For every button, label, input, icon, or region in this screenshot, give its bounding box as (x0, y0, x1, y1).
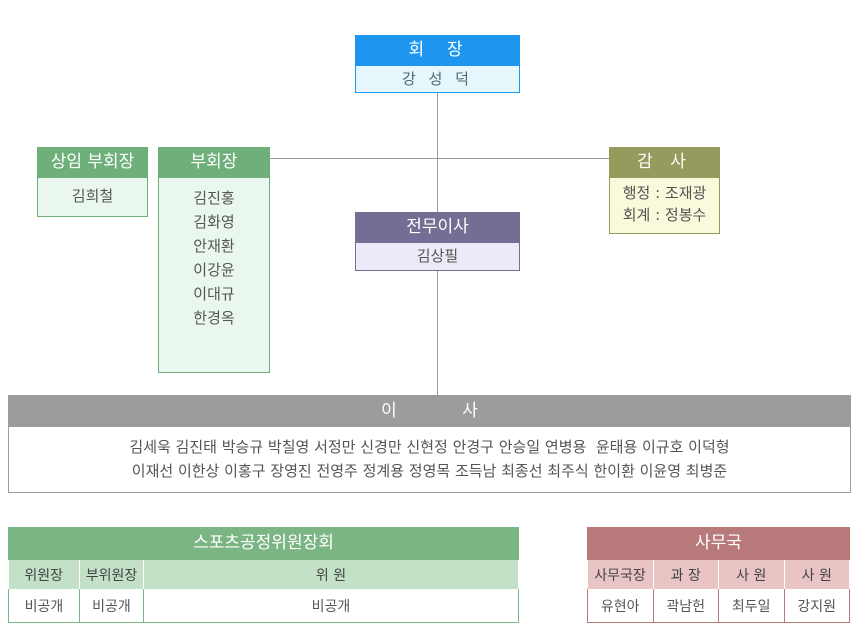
sports-committee-title: 스포츠공정위원장회 (8, 527, 519, 560)
table-cell: 최두일 (718, 589, 785, 623)
senior-vice-chairman-name: 김희철 (37, 178, 148, 217)
executive-director-name: 김상필 (355, 243, 520, 271)
table-row: 비공개 비공개 비공개 (8, 589, 519, 623)
table-cell: 유현아 (587, 589, 654, 623)
table-row: 유현아 곽남헌 최두일 강지원 (587, 589, 850, 623)
table-cell: 비공개 (8, 589, 80, 623)
directors-line-2: 이재선 이한상 이홍구 장영진 전영주 정계용 정영목 조득남 최종선 최주식 … (131, 462, 728, 480)
executive-director-title: 전무이사 (355, 212, 520, 243)
header-cell: 과 장 (653, 560, 719, 589)
header-cell: 위원장 (8, 560, 80, 589)
auditor-line: 행정 : 조재광 (622, 184, 707, 202)
secretariat-box: 사무국 사무국장 과 장 사 원 사 원 유현아 곽남헌 최두일 강지원 (587, 527, 850, 623)
senior-vice-chairman-box: 상임 부회장 김희철 (37, 147, 148, 217)
chairman-box: 회 장 강 성 덕 (355, 35, 520, 93)
vice-chairman-member: 이대규 (193, 285, 235, 303)
header-cell: 사무국장 (587, 560, 654, 589)
auditor-box: 감 사 행정 : 조재광 회계 : 정봉수 (609, 147, 720, 234)
connector-horizontal-vp-auditor (270, 158, 609, 159)
table-cell: 곽남헌 (653, 589, 719, 623)
table-cell: 비공개 (143, 589, 519, 623)
senior-vice-chairman-title: 상임 부회장 (37, 147, 148, 178)
vice-chairman-member: 안재환 (193, 237, 235, 255)
chairman-name: 강 성 덕 (355, 66, 520, 93)
directors-members: 김세욱 김진태 박승규 박칠영 서정만 신경만 신현정 안경구 안승일 연병용 … (8, 427, 851, 493)
directors-title: 이 사 (8, 395, 851, 427)
vice-chairman-title: 부회장 (158, 147, 270, 178)
vice-chairman-member: 김화영 (193, 213, 235, 231)
vice-chairman-member: 김진홍 (193, 189, 235, 207)
auditor-members: 행정 : 조재광 회계 : 정봉수 (609, 178, 720, 234)
vice-chairman-member: 한경옥 (193, 309, 235, 327)
table-cell: 강지원 (784, 589, 850, 623)
secretariat-table: 사무국장 과 장 사 원 사 원 유현아 곽남헌 최두일 강지원 (587, 560, 850, 623)
vice-chairman-box: 부회장 김진홍 김화영 안재환 이강윤 이대규 한경옥 (158, 147, 270, 373)
table-cell: 비공개 (79, 589, 144, 623)
header-cell: 부위원장 (79, 560, 144, 589)
header-cell: 위 원 (143, 560, 519, 589)
executive-director-box: 전무이사 김상필 (355, 212, 520, 271)
directors-line-1: 김세욱 김진태 박승규 박칠영 서정만 신경만 신현정 안경구 안승일 연병용 … (129, 438, 730, 456)
vice-chairman-member: 이강윤 (193, 261, 235, 279)
vice-chairman-members: 김진홍 김화영 안재환 이강윤 이대규 한경옥 (158, 178, 270, 373)
auditor-title: 감 사 (609, 147, 720, 178)
secretariat-title: 사무국 (587, 527, 850, 560)
header-cell: 사 원 (784, 560, 850, 589)
table-header-row: 위원장 부위원장 위 원 (8, 560, 519, 589)
directors-box: 이 사 김세욱 김진태 박승규 박칠영 서정만 신경만 신현정 안경구 안승일 … (8, 395, 851, 493)
table-header-row: 사무국장 과 장 사 원 사 원 (587, 560, 850, 589)
auditor-line: 회계 : 정봉수 (622, 206, 707, 224)
sports-committee-box: 스포츠공정위원장회 위원장 부위원장 위 원 비공개 비공개 비공개 (8, 527, 519, 623)
sports-committee-table: 위원장 부위원장 위 원 비공개 비공개 비공개 (8, 560, 519, 623)
chairman-title: 회 장 (355, 35, 520, 66)
header-cell: 사 원 (718, 560, 785, 589)
